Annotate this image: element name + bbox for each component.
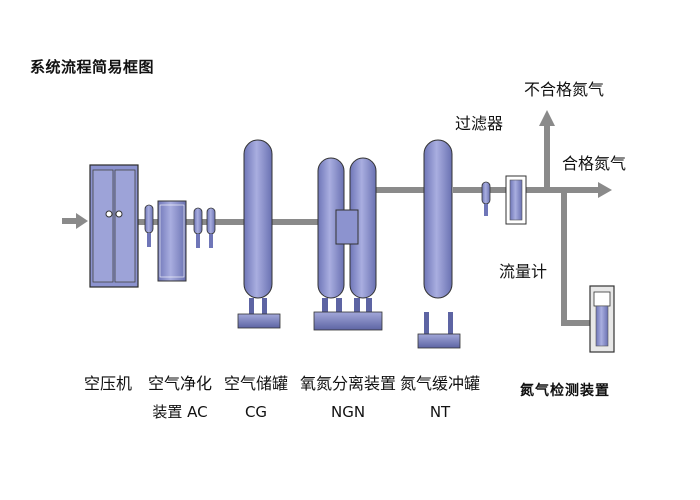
inlet-arrow: [62, 213, 88, 229]
qualified-nitrogen-label: 合格氮气: [562, 154, 627, 173]
flowmeter-label: 流量计: [499, 262, 548, 281]
label-line: 空压机: [84, 374, 133, 393]
label-line: 氮气缓冲罐: [400, 374, 481, 393]
qualified-outlet-arrow: [598, 182, 612, 198]
label-line: 空气储罐: [224, 374, 289, 393]
valve-icon: [193, 207, 203, 248]
detector-label: 氮气检测装置: [520, 383, 610, 399]
valve-icon: [144, 204, 154, 247]
label-line: 装置 AC: [152, 403, 208, 421]
label-line: CG: [244, 403, 268, 421]
air-compressor-icon: [89, 164, 139, 288]
filter-icon: [481, 181, 491, 216]
filter-label: 过滤器: [455, 114, 504, 133]
valve-icon: [206, 207, 216, 248]
label-line: 氧氮分离装置: [300, 374, 397, 393]
label-line: NGN: [330, 403, 366, 421]
detector-branch-pipe: [561, 190, 593, 326]
air-storage-tank-icon: [237, 139, 281, 329]
label-line: NT: [429, 403, 451, 421]
buffer-tank-label: 氮气缓冲罐 NT: [400, 370, 480, 426]
nitrogen-buffer-tank-icon: [417, 139, 461, 349]
diagram-title: 系统流程简易框图: [30, 58, 155, 76]
compressor-label: 空压机: [84, 370, 132, 398]
nitrogen-detector-icon: [589, 285, 615, 353]
flowmeter-icon: [505, 175, 527, 225]
air-purifier-icon: [157, 200, 187, 282]
purifier-label: 空气净化 装置 AC: [148, 370, 212, 426]
air-tank-label: 空气储罐 CG: [224, 370, 288, 426]
generator-label: 氧氮分离装置 NGN: [300, 370, 396, 426]
unqualified-outlet-arrow: [539, 110, 555, 190]
unqualified-nitrogen-label: 不合格氮气: [524, 80, 605, 99]
nitrogen-generator-icon: [313, 157, 383, 331]
label-line: 空气净化: [148, 374, 213, 393]
